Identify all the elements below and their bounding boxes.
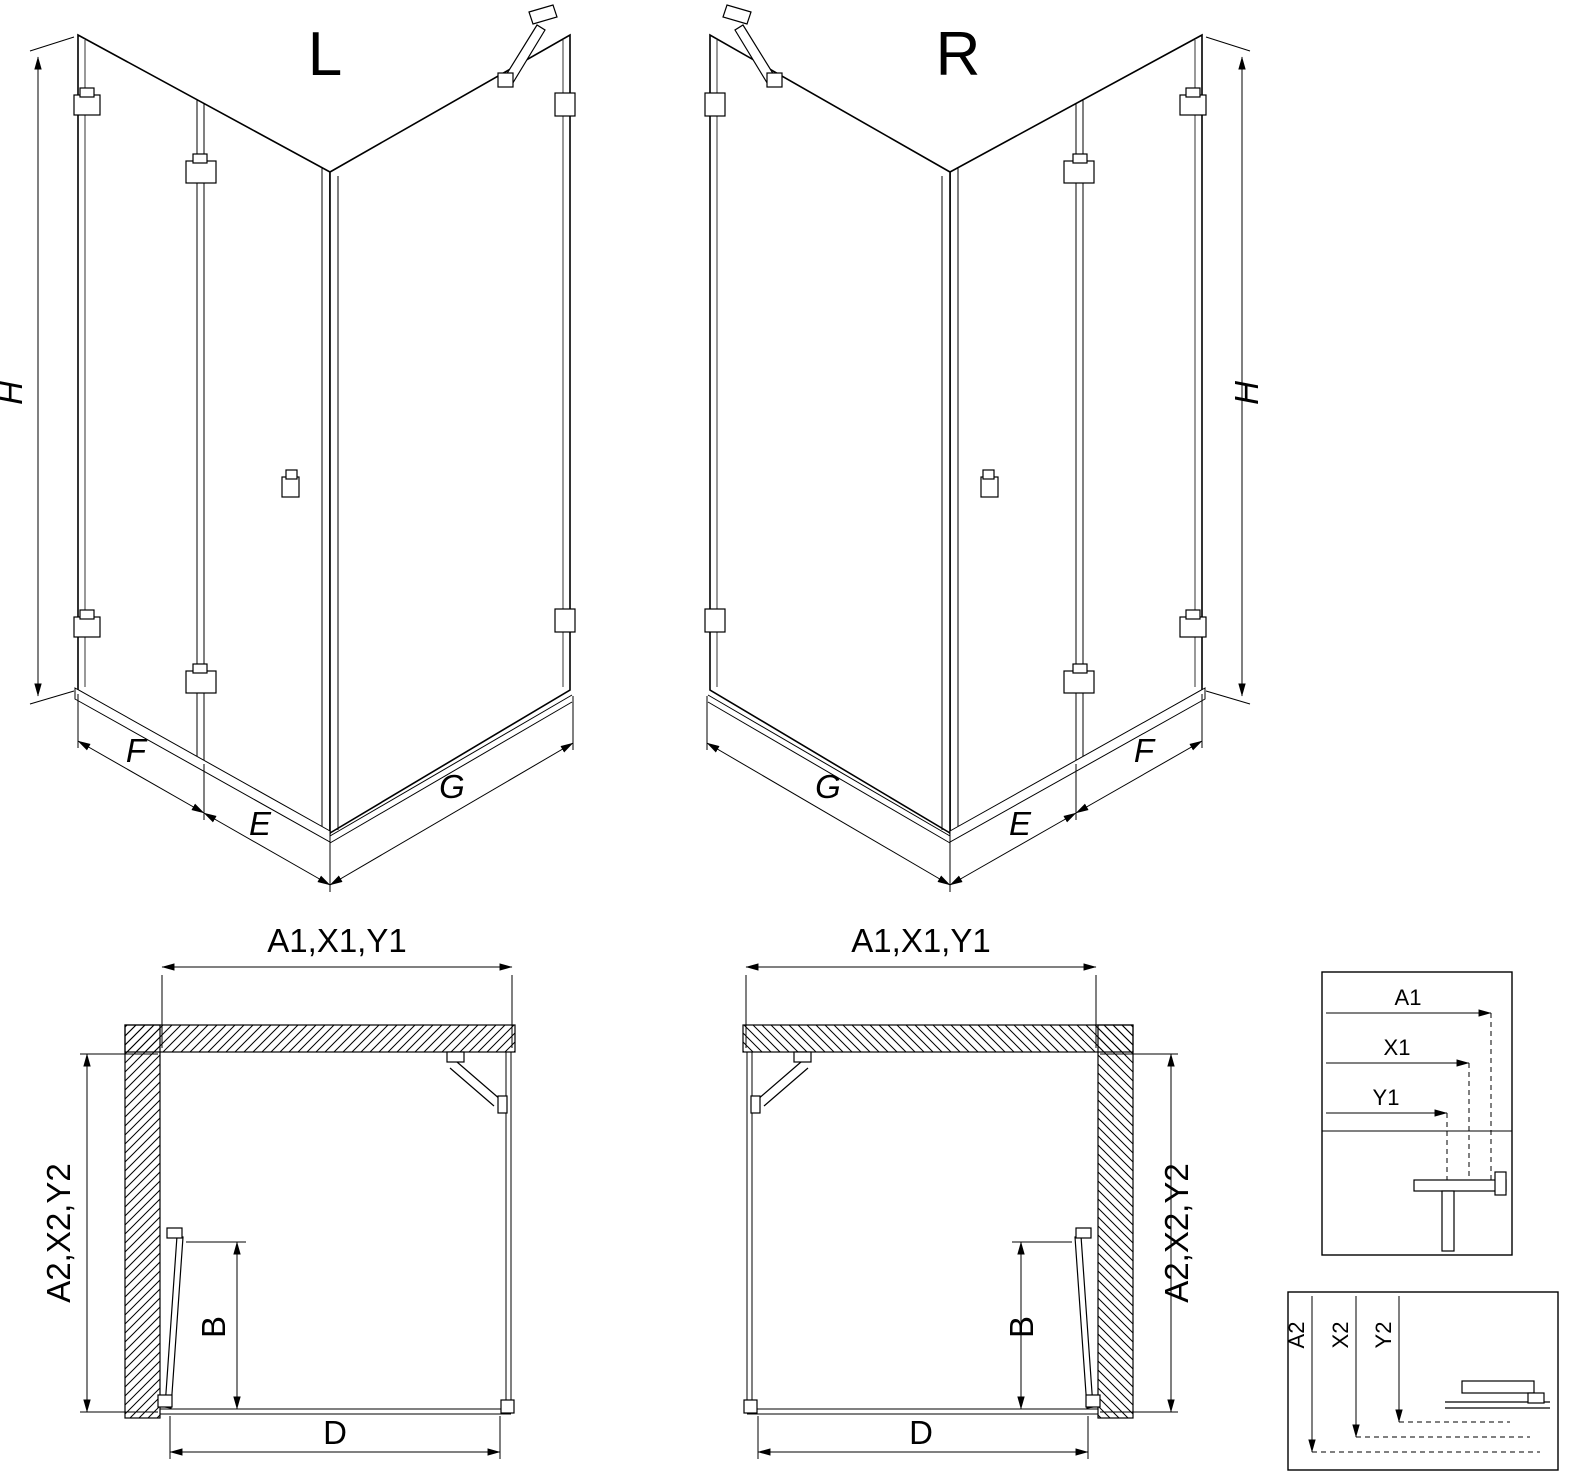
plan-right-drawing — [743, 967, 1178, 1459]
plan-right-width-label: A1,X1,Y1 — [851, 922, 990, 959]
plan-left-width-label: A1,X1,Y1 — [267, 922, 406, 959]
plan-right-view: A1,X1,Y1 A2,X2,Y2 B D — [743, 922, 1195, 1459]
right-dim-e-label: E — [1009, 805, 1032, 842]
left-dim-f-label: F — [126, 732, 148, 769]
detail-depth-box: A2 X2 Y2 — [1284, 1291, 1559, 1471]
left-dim-g-label: G — [439, 768, 465, 805]
detail-depth-profile-section — [1445, 1380, 1550, 1409]
right-dim-f-label: F — [1134, 732, 1156, 769]
right-dim-g-label: G — [815, 768, 841, 805]
right-3d-drawing — [705, 5, 1250, 892]
plan-right-door-label: B — [1003, 1316, 1040, 1338]
detail-x1-label: X1 — [1384, 1035, 1411, 1060]
left-dim-e-label: E — [249, 805, 272, 842]
detail-y1-label: Y1 — [1373, 1085, 1400, 1110]
plan-right-depth-label: A2,X2,Y2 — [1158, 1163, 1195, 1302]
left-dim-h-label: H — [0, 381, 29, 405]
detail-width-profile-section — [1413, 1171, 1507, 1252]
left-view-label: L — [308, 20, 342, 89]
detail-a1-label: A1 — [1395, 985, 1422, 1010]
left-3d-drawing — [30, 5, 575, 892]
plan-right-opening-label: D — [909, 1414, 933, 1451]
right-dim-h-label: H — [1228, 381, 1265, 405]
plan-left-view: A1,X1,Y1 A2,X2,Y2 B D — [40, 922, 515, 1459]
plan-left-drawing — [80, 967, 515, 1459]
detail-x2-label: X2 — [1328, 1322, 1353, 1349]
right-3d-view: R H G E F — [705, 5, 1265, 892]
plan-left-depth-label: A2,X2,Y2 — [40, 1163, 77, 1302]
right-view-label: R — [936, 20, 981, 89]
detail-width-box: A1 X1 Y1 — [1321, 971, 1513, 1256]
detail-a2-label: A2 — [1284, 1322, 1309, 1349]
left-3d-view: L H F E G — [0, 5, 575, 892]
detail-y2-label: Y2 — [1371, 1322, 1396, 1349]
plan-left-opening-label: D — [323, 1414, 347, 1451]
plan-left-door-label: B — [195, 1316, 232, 1338]
